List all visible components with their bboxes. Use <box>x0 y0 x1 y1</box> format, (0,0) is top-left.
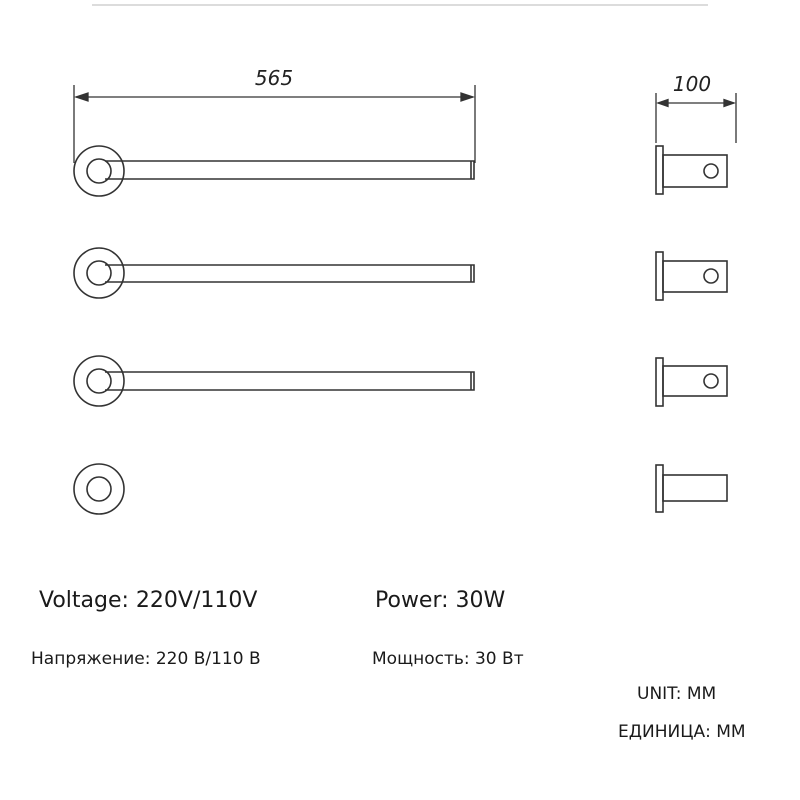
side-bar-hole <box>703 268 719 284</box>
depth-arrow-left <box>656 98 669 108</box>
voltage-spec-en: Voltage: 220V/110V <box>39 588 258 613</box>
side-arm <box>662 260 728 293</box>
side-wall-plate <box>655 357 664 407</box>
side-view-1 <box>655 145 728 195</box>
towel-bar <box>105 264 475 283</box>
side-view-4 <box>655 464 728 513</box>
side-bar-hole <box>703 373 719 389</box>
mount-plate-outer <box>73 463 125 515</box>
side-wall-plate <box>655 145 664 195</box>
front-view-bar-1 <box>73 145 475 197</box>
depth-label: 100 <box>673 72 711 96</box>
mount-plate-inner <box>86 260 112 286</box>
side-arm <box>662 474 728 502</box>
mount-plate-outer <box>73 355 125 407</box>
side-view-3 <box>655 357 728 407</box>
front-view-bar-2 <box>73 247 475 299</box>
length-label: 565 <box>255 66 293 90</box>
mount-plate-inner <box>86 158 112 184</box>
side-arm <box>662 154 728 188</box>
front-view-plate-4 <box>73 463 125 515</box>
front-view-bar-3 <box>73 355 475 407</box>
power-spec-ru: Мощность: 30 Вт <box>372 649 524 669</box>
towel-bar <box>105 371 475 391</box>
unit-label-en: UNIT: MM <box>637 684 717 704</box>
side-arm <box>662 365 728 397</box>
side-view-2 <box>655 251 728 301</box>
side-wall-plate <box>655 464 664 513</box>
mount-plate-outer <box>73 145 125 197</box>
length-dimension <box>73 85 476 163</box>
side-wall-plate <box>655 251 664 301</box>
power-spec-en: Power: 30W <box>375 588 506 613</box>
depth-arrow-right <box>723 98 736 108</box>
length-arrow-left <box>73 92 89 102</box>
mount-plate-inner <box>86 476 112 502</box>
voltage-spec-ru: Напряжение: 220 В/110 В <box>31 649 261 669</box>
depth-dimension <box>655 93 737 143</box>
side-bar-hole <box>703 163 719 179</box>
unit-label-ru: ЕДИНИЦА: MM <box>618 722 746 742</box>
length-arrow-right <box>460 92 476 102</box>
mount-plate-outer <box>73 247 125 299</box>
mount-plate-inner <box>86 368 112 394</box>
towel-bar <box>105 160 475 180</box>
